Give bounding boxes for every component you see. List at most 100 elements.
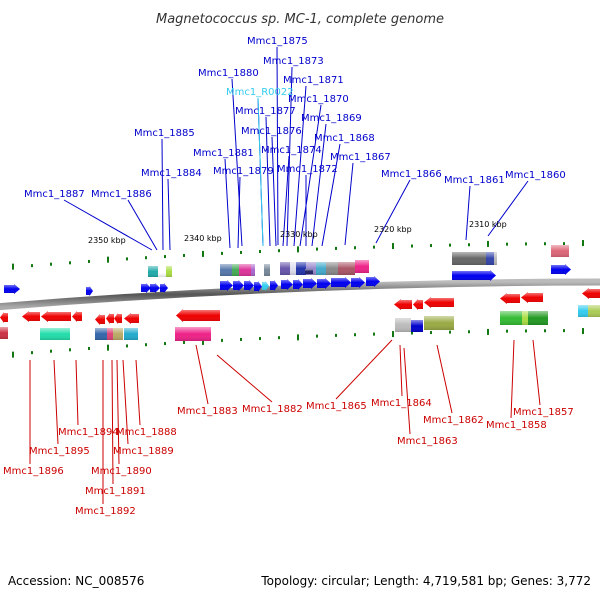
gene-highlight — [522, 311, 528, 325]
scale-tick — [145, 256, 147, 260]
gene-label[interactable]: Mmc1_1882 — [242, 404, 303, 415]
scale-tick — [316, 247, 318, 251]
gene-label[interactable]: Mmc1_1880 — [198, 68, 259, 79]
gene-label[interactable]: Mmc1_1867 — [330, 152, 391, 163]
gene-highlight — [290, 262, 296, 275]
gene-label[interactable]: Mmc1_1858 — [486, 420, 547, 431]
gene-label[interactable]: Mmc1_1869 — [301, 113, 362, 124]
scale-tick — [221, 251, 223, 255]
gene-label[interactable]: Mmc1_1863 — [397, 436, 458, 447]
gene-label[interactable]: Mmc1_1868 — [314, 133, 375, 144]
scale-tick — [50, 349, 52, 353]
scale-tick — [202, 250, 204, 257]
leader-line — [321, 143, 341, 247]
gene-highlight — [0, 327, 8, 339]
gene-highlight — [331, 277, 351, 288]
leader-line — [237, 176, 241, 249]
gene-label[interactable]: Mmc1_1877 — [235, 106, 296, 117]
scale-tick — [221, 338, 223, 342]
scale-tick — [335, 246, 337, 250]
gene-label[interactable]: Mmc1_1857 — [513, 407, 574, 418]
gene-highlight — [424, 297, 454, 308]
leader-line — [257, 97, 264, 247]
scale-tick — [354, 246, 356, 250]
gene-label[interactable]: Mmc1_1886 — [91, 189, 152, 200]
gene-label[interactable]: Mmc1_1876 — [241, 126, 302, 137]
gene-label[interactable]: Mmc1_1862 — [423, 415, 484, 426]
gene-highlight — [394, 299, 412, 310]
gene-label[interactable]: Mmc1_1895 — [29, 446, 90, 457]
gene-label[interactable]: Mmc1_1870 — [288, 94, 349, 105]
gene-highlight — [306, 262, 316, 275]
gene-label[interactable]: Mmc1_1888 — [116, 427, 177, 438]
gene-label[interactable]: Mmc1_1873 — [263, 56, 324, 67]
gene-highlight — [582, 288, 600, 299]
scale-tick — [107, 256, 109, 263]
gene-highlight — [86, 286, 93, 296]
scale-tick — [31, 264, 33, 268]
gene-label[interactable]: Mmc1_1883 — [177, 406, 238, 417]
scale-tick — [335, 333, 337, 337]
gene-highlight — [244, 280, 254, 291]
feature-tracks — [0, 245, 600, 341]
scale-tick — [544, 329, 546, 333]
gene-label[interactable]: Mmc1_1885 — [134, 128, 195, 139]
gene-highlight — [232, 264, 239, 276]
leader-line — [286, 66, 293, 247]
gene-label[interactable]: Mmc1_1860 — [505, 170, 566, 181]
leader-line — [399, 344, 403, 397]
gene-highlight — [95, 314, 105, 325]
gene-highlight — [303, 278, 317, 289]
gene-highlight — [395, 318, 411, 332]
gene-highlight — [551, 245, 569, 257]
scale-tick — [468, 243, 470, 247]
gene-label[interactable]: Mmc1_1865 — [306, 401, 367, 412]
gene-highlight — [160, 283, 168, 293]
gene-highlight — [158, 266, 166, 277]
scale-tick — [278, 336, 280, 340]
gene-label[interactable]: Mmc1_R0022 — [226, 87, 294, 98]
gene-label[interactable]: Mmc1_1887 — [24, 189, 85, 200]
leader-line — [265, 116, 271, 247]
scale-tick — [297, 334, 299, 341]
gene-highlight — [113, 328, 123, 340]
gene-highlight — [4, 284, 20, 294]
gene-highlight — [411, 320, 423, 332]
gene-highlight — [251, 264, 255, 276]
scale-tick — [430, 331, 432, 335]
gene-label[interactable]: Mmc1_1871 — [283, 75, 344, 86]
gene-label[interactable]: Mmc1_1864 — [371, 398, 432, 409]
gene-label[interactable]: Mmc1_1874 — [261, 145, 322, 156]
gene-label[interactable]: Mmc1_1875 — [247, 36, 308, 47]
leader-line — [335, 339, 393, 400]
leader-line — [276, 46, 279, 246]
leader-line — [510, 339, 515, 419]
scale-tick — [145, 343, 147, 347]
gene-label[interactable]: Mmc1_1872 — [277, 164, 338, 175]
gene-label[interactable]: Mmc1_1889 — [113, 446, 174, 457]
scale-tick — [164, 255, 166, 259]
gene-label[interactable]: Mmc1_1866 — [381, 169, 442, 180]
gene-highlight — [366, 276, 380, 287]
scale-tick — [240, 337, 242, 341]
gene-label[interactable]: Mmc1_1884 — [141, 168, 202, 179]
scale-tick — [202, 338, 204, 345]
leader-line — [53, 359, 59, 445]
forward-gene-labels: Mmc1_1875 Mmc1_1873 Mmc1_1880 Mmc1_1871 … — [24, 36, 566, 200]
gene-label[interactable]: Mmc1_1879 — [213, 166, 274, 177]
gene-highlight — [95, 328, 107, 340]
gene-highlight — [578, 305, 588, 317]
gene-label[interactable]: Mmc1_1861 — [444, 175, 505, 186]
gene-label[interactable]: Mmc1_1894 — [58, 427, 119, 438]
gene-label[interactable]: Mmc1_1896 — [3, 466, 64, 477]
leader-line — [135, 359, 141, 426]
scale-tick — [183, 253, 185, 257]
gene-highlight — [413, 299, 423, 310]
gene-label[interactable]: Mmc1_1892 — [75, 506, 136, 517]
gene-highlight — [494, 252, 497, 265]
gene-label[interactable]: Mmc1_1890 — [91, 466, 152, 477]
gene-label[interactable]: Mmc1_1881 — [193, 148, 254, 159]
scale-tick — [240, 250, 242, 254]
gene-label[interactable]: Mmc1_1891 — [85, 486, 146, 497]
scale-ticks — [12, 240, 584, 358]
